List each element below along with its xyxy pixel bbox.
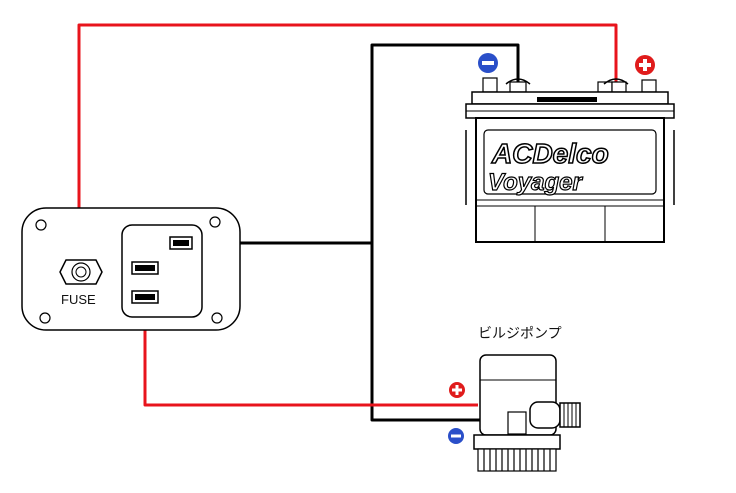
panel-screw-tr	[209, 216, 221, 228]
panel-screw-br	[211, 312, 223, 324]
battery-post-positive	[611, 81, 627, 93]
fuse-label: FUSE	[61, 292, 96, 307]
battery-model-label: Voyager	[488, 169, 583, 196]
battery-post-negative	[482, 77, 498, 93]
positive-wire-switch-pump	[143, 298, 478, 407]
pump-label: ビルジポンプ	[478, 325, 562, 341]
battery-brand-label: ACDelco	[491, 138, 609, 169]
positive-wire-battery-fuse	[77, 23, 618, 265]
plus-circle-icon	[449, 382, 465, 398]
panel-screw-bl	[39, 312, 51, 324]
battery: ACDelco Voyager	[465, 77, 675, 243]
fuse-holder	[59, 259, 103, 285]
negative-wire-battery	[370, 43, 520, 422]
plus-circle-icon	[635, 55, 655, 75]
bilge-pump	[473, 354, 581, 472]
switch-panel: FUSE	[21, 207, 241, 331]
minus-circle-icon	[448, 428, 464, 444]
panel-screw-tl	[35, 219, 47, 231]
pump-strainer	[477, 448, 557, 472]
minus-circle-icon	[478, 53, 498, 73]
